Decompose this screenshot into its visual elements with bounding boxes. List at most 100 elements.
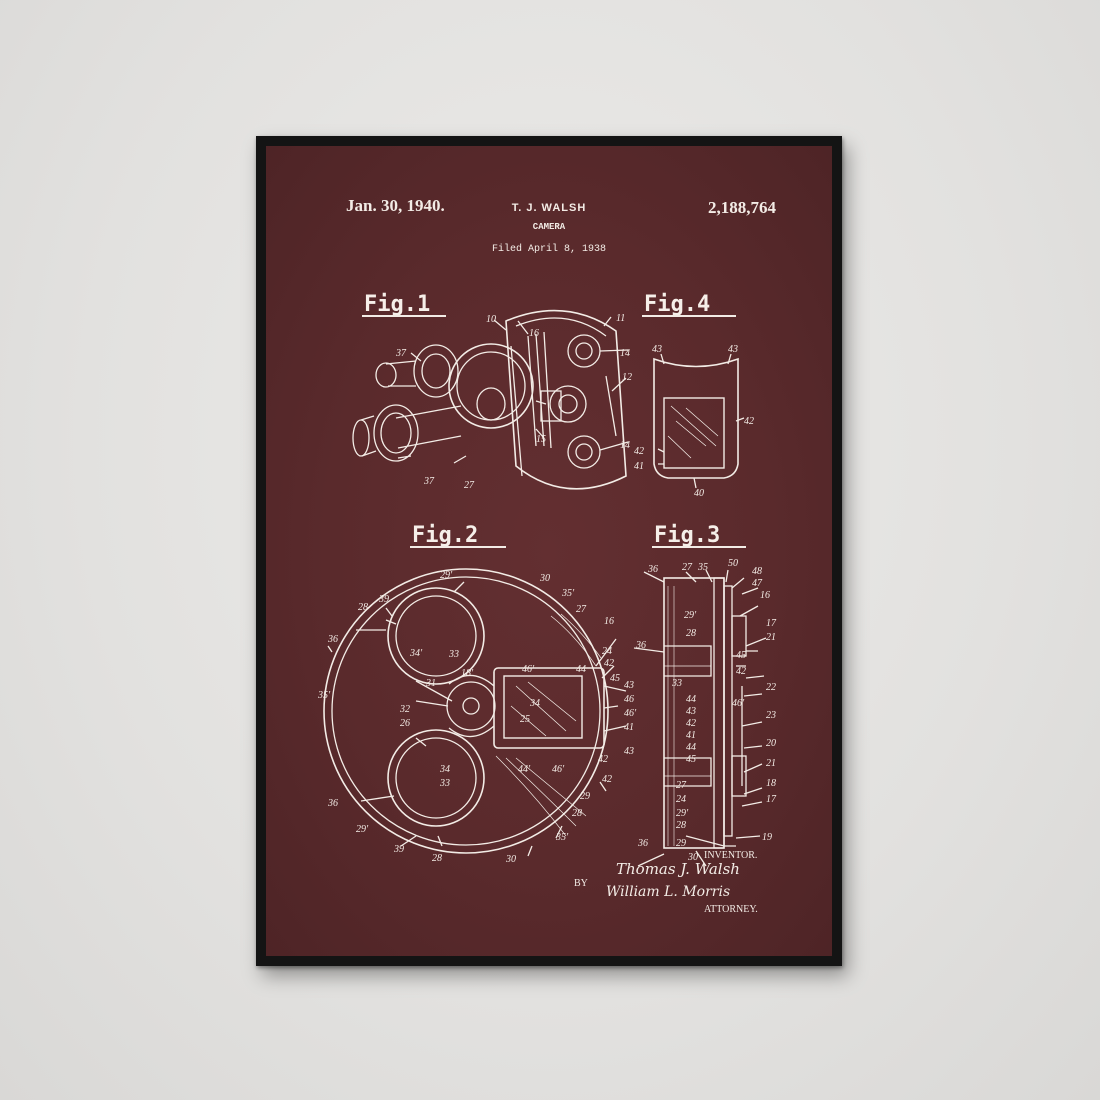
- svg-text:42: 42: [602, 774, 612, 785]
- svg-text:29': 29': [684, 610, 697, 621]
- svg-text:46': 46': [522, 664, 535, 675]
- svg-text:33: 33: [671, 678, 682, 689]
- svg-text:43: 43: [728, 344, 738, 355]
- svg-text:42: 42: [744, 416, 754, 427]
- svg-text:27: 27: [676, 780, 687, 791]
- patent-filed: Filed April 8, 1938: [491, 244, 607, 255]
- svg-text:41: 41: [624, 722, 634, 733]
- fig2-label: Fig.2: [412, 523, 478, 548]
- svg-text:43: 43: [652, 344, 662, 355]
- fig3-label: Fig.3: [654, 523, 720, 548]
- svg-text:42: 42: [598, 754, 608, 765]
- picture-frame: Jan. 30, 1940. T. J. WALSH CAMERA Filed …: [256, 136, 842, 966]
- svg-text:37: 37: [423, 476, 435, 487]
- svg-text:44': 44': [518, 764, 531, 775]
- svg-text:31: 31: [425, 678, 436, 689]
- fig2-turret-drawing: 39 29' 28 36 34' 33 18' 31 32 26 35' 30 …: [317, 568, 637, 865]
- svg-text:27: 27: [576, 604, 587, 615]
- svg-text:27: 27: [464, 480, 475, 491]
- by-label: BY: [574, 878, 588, 889]
- svg-text:29': 29': [440, 570, 453, 581]
- svg-text:16: 16: [529, 328, 539, 339]
- svg-text:45: 45: [610, 673, 620, 684]
- patent-inventor: T. J. WALSH: [511, 202, 587, 214]
- svg-text:29: 29: [676, 838, 686, 849]
- svg-text:12: 12: [622, 372, 632, 383]
- svg-text:24: 24: [676, 794, 686, 805]
- svg-text:23: 23: [766, 710, 776, 721]
- svg-text:43: 43: [686, 706, 696, 717]
- svg-text:39: 39: [378, 594, 389, 605]
- svg-text:19: 19: [762, 832, 772, 843]
- inventor-signature: Thomas J. Walsh: [616, 860, 740, 878]
- svg-text:46: 46: [624, 694, 634, 705]
- svg-text:35': 35': [561, 588, 575, 599]
- attorney-signature: William L. Morris: [606, 884, 731, 900]
- svg-text:17: 17: [766, 618, 777, 629]
- svg-text:32: 32: [399, 704, 410, 715]
- svg-text:46': 46': [552, 764, 565, 775]
- svg-text:34: 34: [529, 698, 540, 709]
- svg-text:42: 42: [634, 446, 644, 457]
- svg-text:27: 27: [682, 562, 693, 573]
- svg-text:34': 34': [409, 648, 423, 659]
- svg-text:25: 25: [520, 714, 530, 725]
- svg-text:16: 16: [760, 590, 770, 601]
- svg-text:14: 14: [620, 440, 630, 451]
- svg-text:40: 40: [694, 488, 704, 499]
- patent-poster: Jan. 30, 1940. T. J. WALSH CAMERA Filed …: [266, 146, 832, 956]
- svg-text:44: 44: [686, 694, 696, 705]
- svg-text:45: 45: [686, 754, 696, 765]
- svg-text:28: 28: [676, 820, 686, 831]
- svg-text:10: 10: [486, 314, 496, 325]
- patent-date: Jan. 30, 1940.: [346, 196, 445, 215]
- svg-text:50: 50: [728, 558, 738, 569]
- svg-text:24: 24: [602, 646, 612, 657]
- svg-text:29': 29': [676, 808, 689, 819]
- svg-text:44: 44: [686, 742, 696, 753]
- fig1-camera-drawing: 10 16 11 14 12 14 37 37 27 15: [352, 309, 632, 491]
- svg-text:29: 29: [580, 791, 590, 802]
- svg-text:39: 39: [393, 844, 404, 855]
- svg-text:35: 35: [697, 562, 708, 573]
- fig1-label: Fig.1: [364, 292, 430, 317]
- svg-text:20: 20: [766, 738, 776, 749]
- svg-text:22: 22: [766, 682, 776, 693]
- svg-text:44: 44: [576, 664, 586, 675]
- svg-text:28: 28: [686, 628, 696, 639]
- svg-text:28: 28: [572, 808, 582, 819]
- svg-text:46': 46': [624, 708, 637, 719]
- svg-text:46': 46': [732, 698, 745, 709]
- svg-text:30: 30: [505, 854, 516, 865]
- svg-text:43: 43: [624, 746, 634, 757]
- svg-text:16: 16: [604, 616, 614, 627]
- svg-text:36: 36: [635, 640, 646, 651]
- svg-text:29': 29': [356, 824, 369, 835]
- svg-text:14: 14: [620, 348, 630, 359]
- svg-text:33: 33: [448, 649, 459, 660]
- svg-text:30: 30: [687, 852, 698, 863]
- svg-text:37: 37: [395, 348, 407, 359]
- svg-text:45: 45: [736, 650, 746, 661]
- fig4-film-holder-drawing: 43 43 42 42 41 40: [634, 344, 754, 499]
- svg-text:47: 47: [752, 578, 763, 589]
- patent-drawing: Fig.1 Fig.4 Fig.2 Fig.3: [317, 292, 777, 867]
- svg-text:41: 41: [634, 461, 644, 472]
- svg-text:18: 18: [766, 778, 776, 789]
- patent-title: CAMERA: [532, 222, 566, 232]
- svg-text:21: 21: [766, 632, 776, 643]
- fig3-section-drawing: 36 27 35 50 48 47 16 29' 28 17 21 36 45 …: [633, 558, 777, 867]
- svg-text:36: 36: [327, 798, 338, 809]
- fig4-label: Fig.4: [644, 292, 710, 317]
- svg-text:43: 43: [624, 680, 634, 691]
- svg-text:35': 35': [317, 690, 331, 701]
- svg-text:42: 42: [604, 658, 614, 669]
- svg-text:34: 34: [439, 764, 450, 775]
- svg-text:26: 26: [400, 718, 410, 729]
- svg-text:18': 18': [461, 668, 474, 679]
- svg-text:42: 42: [736, 666, 746, 677]
- svg-text:21: 21: [766, 758, 776, 769]
- svg-text:36: 36: [637, 838, 648, 849]
- svg-text:30: 30: [539, 573, 550, 584]
- patent-number: 2,188,764: [708, 198, 776, 217]
